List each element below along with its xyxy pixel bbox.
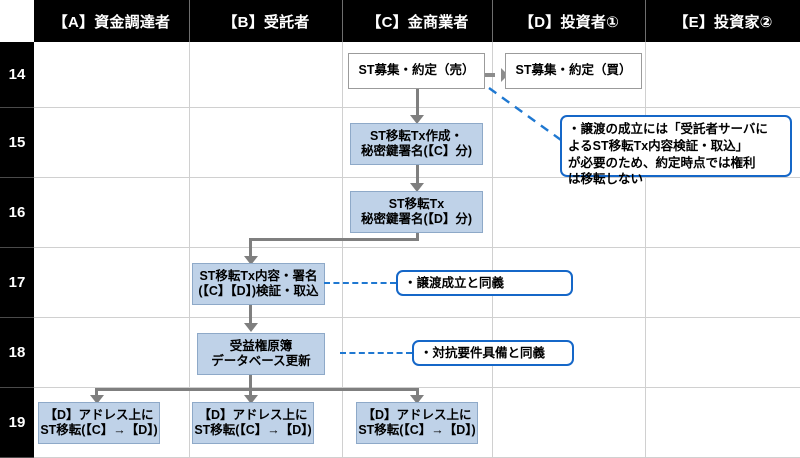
connector-bus-to-r19a-arrow: [90, 395, 104, 404]
row-header-14: 14: [0, 42, 34, 108]
connector-r16c-to-r17b-across: [249, 238, 419, 241]
connector-r14c-to-r15c-line: [416, 89, 419, 119]
cell-16-b: [190, 178, 343, 248]
cell-14-e: [646, 42, 800, 108]
cell-16-e: [646, 178, 800, 248]
box-st-offer-buy-label: ST募集・約定（買）: [515, 63, 632, 78]
box-st-offer-buy[interactable]: ST募集・約定（買）: [505, 53, 642, 89]
column-header-a: 【A】資金調達者: [34, 0, 190, 42]
cell-17-e: [646, 248, 800, 318]
callout-note15-line2: よるST移転Tx内容検証・取込」: [568, 138, 749, 153]
callout-leader-note18: [340, 352, 412, 354]
cell-16-a: [34, 178, 190, 248]
header-corner-spacer: [0, 0, 34, 42]
cell-18-e: [646, 318, 800, 388]
cell-19-d: [493, 388, 646, 458]
cell-15-b: [190, 108, 343, 178]
callout-note17-label: ・譲渡成立と同義: [404, 275, 505, 290]
box-update-beneficiary-registry-db-label: 受益権原簿データベース更新: [211, 338, 311, 368]
column-header-e: 【E】投資家②: [646, 0, 800, 42]
callout-leader-note17: [324, 282, 396, 284]
table-header-row: 【A】資金調達者 【B】受託者 【C】金商業者 【D】投資者① 【E】投資家②: [0, 0, 800, 42]
column-header-b: 【B】受託者: [190, 0, 343, 42]
column-header-d: 【D】投資者①: [493, 0, 646, 42]
connector-bus-to-r19a-line: [95, 388, 98, 398]
callout-note15-line3: が必要のため、約定時点では権利: [568, 155, 756, 170]
cell-14-a: [34, 42, 190, 108]
cell-17-a: [34, 248, 190, 318]
connector-bus-to-r19b-arrow: [244, 395, 258, 404]
column-header-c: 【C】金商業者: [343, 0, 493, 42]
connector-r16c-to-r17b-down1: [416, 232, 419, 240]
connector-r17b-to-r18b-line: [249, 305, 252, 329]
box-st-offer-sell-label: ST募集・約定（売）: [358, 63, 475, 78]
connector-r18b-bus-stem: [249, 375, 252, 390]
connector-r19-distribution-bus: [95, 388, 419, 391]
connector-bus-to-r19c-arrow: [410, 395, 424, 404]
cell-15-a: [34, 108, 190, 178]
box-st-offer-sell[interactable]: ST募集・約定（売）: [348, 53, 485, 89]
callout-transfer-not-settled-note[interactable]: ・譲渡の成立には「受託者サーバに よるST移転Tx内容検証・取込」 が必要のため…: [560, 115, 792, 186]
cell-18-a: [34, 318, 190, 388]
connector-r16c-to-r17b-down2: [249, 238, 252, 259]
connector-r17b-to-r18b-arrow: [244, 323, 258, 332]
row-header-19: 19: [0, 388, 34, 458]
connector-bus-to-r19c-line: [416, 388, 419, 398]
cell-16-d: [493, 178, 646, 248]
callout-equivalent-to-transfer-completion[interactable]: ・譲渡成立と同義: [396, 270, 573, 296]
callout-note15-line4: は移転しない: [568, 172, 644, 187]
callout-note18-label: ・対抗要件具備と同義: [420, 345, 546, 360]
connector-bus-to-r19b-line: [249, 388, 252, 398]
connector-r15c-to-r16c-arrow: [410, 183, 424, 192]
callout-equivalent-to-perfection-requirement[interactable]: ・対抗要件具備と同義: [412, 340, 574, 366]
box-create-st-transfer-tx-sign-c-label: ST移転Tx作成・秘密鍵署名(【C】分): [360, 128, 473, 158]
row-header-15: 15: [0, 108, 34, 178]
row-header-18: 18: [0, 318, 34, 388]
callout-note15-line1: ・譲渡の成立には「受託者サーバに: [568, 122, 768, 136]
box-verify-import-st-transfer-tx[interactable]: ST移転Tx内容・署名(【C】【D】)検証・取込: [192, 263, 325, 305]
row-header-16: 16: [0, 178, 34, 248]
connector-r16c-to-r17b-arrow: [244, 256, 258, 265]
connector-r14c-to-r15c-arrow: [410, 115, 424, 124]
box-create-st-transfer-tx-sign-c[interactable]: ST移転Tx作成・秘密鍵署名(【C】分): [350, 123, 483, 165]
box-update-beneficiary-registry-db[interactable]: 受益権原簿データベース更新: [197, 333, 325, 375]
cell-14-b: [190, 42, 343, 108]
connector-r15c-to-r16c-line: [416, 165, 419, 189]
row-header-17: 17: [0, 248, 34, 318]
box-verify-import-st-transfer-tx-label: ST移転Tx内容・署名(【C】【D】)検証・取込: [198, 268, 319, 298]
